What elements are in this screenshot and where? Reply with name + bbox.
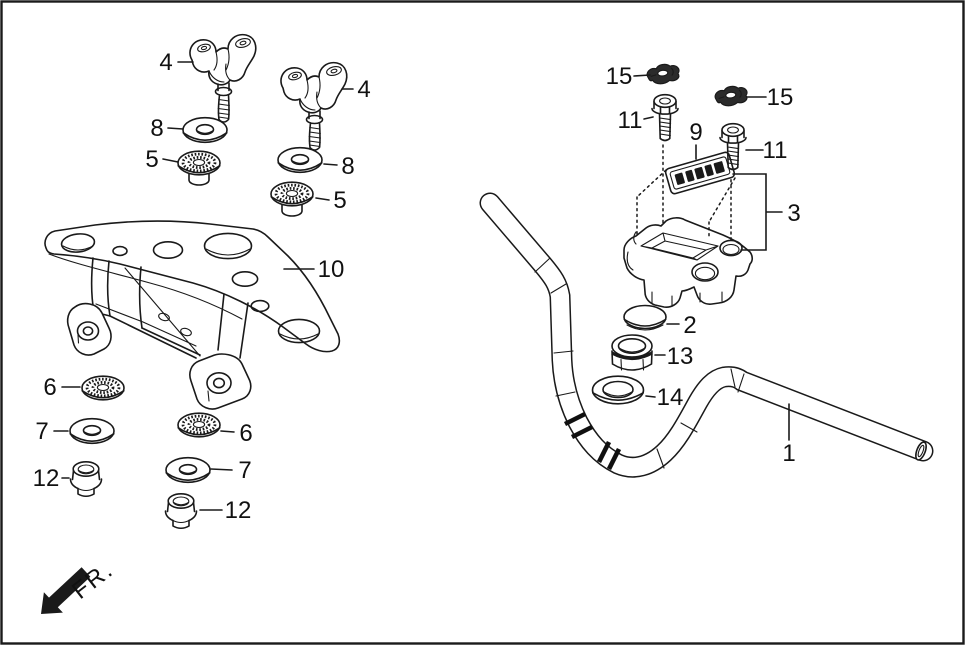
callout-label: 4 <box>159 49 172 76</box>
part-5-damper-b <box>269 180 315 218</box>
callout-label: 10 <box>318 256 345 283</box>
callout-label: 15 <box>767 84 794 111</box>
callout-1: 1 <box>782 403 796 467</box>
callouts: 4 8 5 4 8 5 10 6 <box>33 49 801 524</box>
callout-label: 8 <box>341 153 354 180</box>
assembly-guide-lines <box>636 144 736 243</box>
part-4-clamp-b <box>280 61 348 151</box>
part-6-damper-b <box>176 411 222 439</box>
callout-14: 14 <box>645 384 684 411</box>
callout-label: 13 <box>667 343 694 370</box>
callout-11-a: 11 <box>618 107 654 134</box>
callout-10: 10 <box>283 256 345 283</box>
part-11-bolt-a <box>651 93 679 142</box>
bracket-left-mount-tab <box>66 302 112 356</box>
callout-13: 13 <box>654 343 694 370</box>
callout-8-a: 8 <box>150 115 184 142</box>
callout-label: 1 <box>782 440 795 467</box>
part-12-nut-b <box>164 492 198 530</box>
callout-label: 5 <box>333 187 346 214</box>
handlebar-knurl-bands <box>563 411 622 471</box>
part-12-nut-a <box>69 460 103 498</box>
callout-11-b: 11 <box>745 137 788 164</box>
callout-label: 11 <box>618 107 643 134</box>
handlebar-end-opening <box>915 441 927 461</box>
part-8-washer-b <box>277 146 323 174</box>
part-15-clip-a <box>645 62 681 86</box>
callout-12-b: 12 <box>199 497 252 524</box>
part-1-handlebar <box>479 192 934 478</box>
callout-label: 6 <box>43 374 56 401</box>
callout-label: 11 <box>763 137 788 164</box>
callout-7-a: 7 <box>35 418 69 445</box>
part-13-lock-nut <box>611 334 653 371</box>
callout-6-b: 6 <box>220 420 253 447</box>
part-5-damper-a <box>176 149 222 187</box>
fr-label: FR. <box>67 556 119 605</box>
callout-4-a: 4 <box>159 49 194 76</box>
callout-label: 15 <box>606 63 633 90</box>
callout-label: 3 <box>787 200 800 227</box>
callout-15-b: 15 <box>746 84 794 111</box>
part-8-washer-a <box>182 116 228 144</box>
part-7-washer-b <box>165 456 211 484</box>
callout-label: 14 <box>657 384 684 411</box>
callout-label: 12 <box>33 465 60 492</box>
callout-label: 6 <box>239 420 252 447</box>
callout-2: 2 <box>666 312 697 339</box>
bracket-under-frame <box>90 257 249 359</box>
bracket-right-mount-tab <box>189 353 252 410</box>
part-4-clamp-a <box>189 33 257 123</box>
callout-12-a: 12 <box>33 465 70 492</box>
fr-arrow-icon <box>41 567 91 614</box>
callout-15-a: 15 <box>606 63 651 90</box>
part-6-damper-a <box>80 374 126 402</box>
callout-label: 12 <box>225 497 252 524</box>
callout-label: 7 <box>35 418 48 445</box>
callout-label: 7 <box>238 457 251 484</box>
callout-3: 3 <box>732 173 801 251</box>
part-2-cap <box>623 304 667 331</box>
emblem-characters <box>674 161 725 185</box>
callout-label: 2 <box>683 312 696 339</box>
callout-4-b: 4 <box>341 76 371 103</box>
callout-label: 9 <box>689 119 702 146</box>
callout-6-a: 6 <box>43 374 81 401</box>
fr-direction-indicator: FR. <box>41 556 119 614</box>
callout-9: 9 <box>689 119 703 160</box>
callout-label: 5 <box>145 146 158 173</box>
callout-label: 8 <box>150 115 163 142</box>
part-3-upper-holder <box>623 217 754 308</box>
part-14-washer <box>591 375 645 405</box>
part-10-under-bracket <box>44 220 341 410</box>
callout-7-b: 7 <box>210 457 252 484</box>
callout-5-a: 5 <box>145 146 179 173</box>
part-15-clip-b <box>713 84 749 108</box>
part-7-washer-a <box>69 417 115 445</box>
part-9-emblem <box>664 151 736 195</box>
callout-8-b: 8 <box>323 153 355 180</box>
handlebar-section-joints <box>534 257 745 469</box>
callout-5-b: 5 <box>315 187 347 214</box>
callout-label: 4 <box>357 76 370 103</box>
